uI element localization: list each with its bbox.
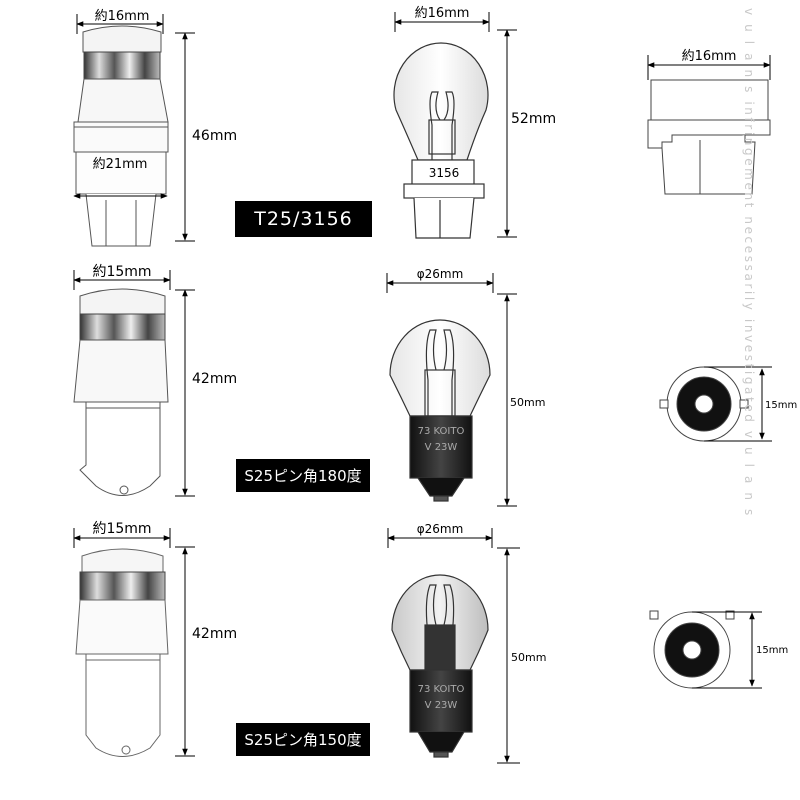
bulb-marking-top-s25-180: 73 KOITO <box>418 426 465 437</box>
socket-s25-150 <box>649 610 735 689</box>
led-bulb-s25-180 <box>73 288 169 496</box>
socket-size-s25-180: 15mm <box>765 400 797 411</box>
socket-size-s25-150: 15mm <box>756 645 788 656</box>
bulb-s25-180 <box>389 319 491 502</box>
bulb-marking-3156: 3156 <box>429 166 460 180</box>
watermark-text: v u l a n s infringement necessarily inv… <box>742 8 756 518</box>
led-width-t25: 約16mm <box>95 9 150 24</box>
led-base-width-t25: 約21mm <box>93 157 148 172</box>
led-height-t25: 46mm <box>192 128 237 144</box>
bulb-diameter-s25-150: φ26mm <box>417 522 464 536</box>
bulb-height-t25: 52mm <box>511 111 556 127</box>
bulb-3156 <box>393 42 489 239</box>
bulb-marking-top-s25-150: 73 KOITO <box>418 684 465 695</box>
row-t25: 約16mm 約21mm 46mm 3156 約16mm 52mm <box>73 6 771 247</box>
socket-t25 <box>647 79 771 195</box>
bulb-width-t25: 約16mm <box>415 6 470 21</box>
led-bulb-s25-150 <box>75 548 169 757</box>
product-label-s25-180: S25ピン角180度 <box>236 459 370 492</box>
socket-s25-180 <box>659 366 749 442</box>
bulb-marking-bottom-s25-180: V 23W <box>425 442 458 453</box>
bulb-height-s25-150: 50mm <box>511 651 546 664</box>
led-height-s25-150: 42mm <box>192 626 237 642</box>
bulb-height-s25-180: 50mm <box>510 396 545 409</box>
socket-width-t25: 約16mm <box>682 49 737 64</box>
bulb-marking-bottom-s25-150: V 23W <box>425 700 458 711</box>
bulb-s25-150 <box>391 574 489 758</box>
row-s25-150: 約15mm 42mm 73 KOITO V 23W φ26mm 50mm <box>73 521 788 764</box>
led-width-s25-180: 約15mm <box>92 264 151 280</box>
led-bulb-t25 <box>73 25 169 247</box>
row-s25-180: 約15mm 42mm 73 KOITO V 23W φ26mm 50mm <box>73 264 797 507</box>
bulb-diameter-s25-180: φ26mm <box>417 267 464 281</box>
product-label-s25-150: S25ピン角150度 <box>236 723 370 756</box>
product-label-t25: T25/3156 <box>235 201 372 237</box>
led-width-s25-150: 約15mm <box>92 521 151 537</box>
led-height-s25-180: 42mm <box>192 371 237 387</box>
